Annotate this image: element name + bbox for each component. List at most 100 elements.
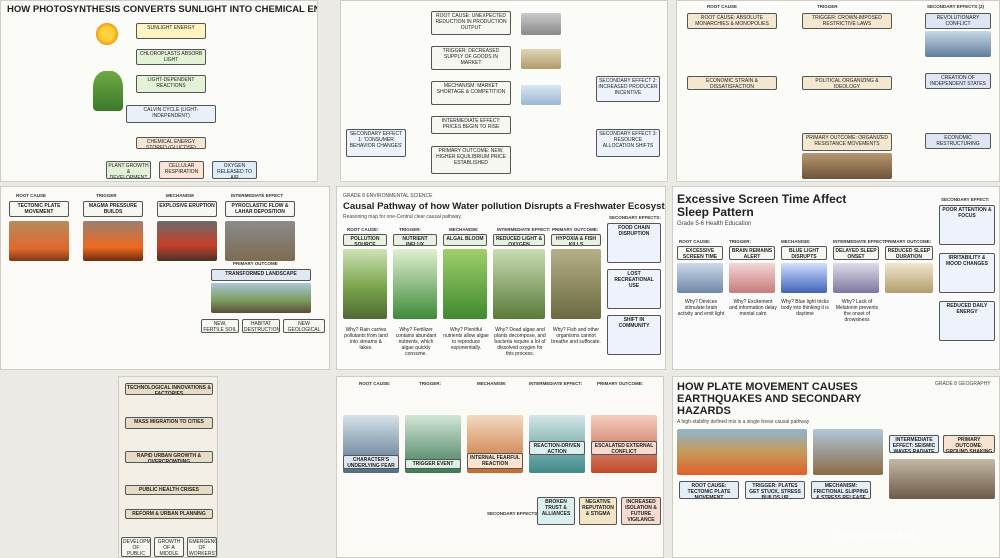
tile-conflict: ROOT CAUSE: TRIGGER: MECHANISM: INTERMED… bbox=[336, 376, 664, 558]
screen-secondary-2: IRRITABILITY & MOOD CHANGES bbox=[939, 253, 995, 293]
water-header-2: TRIGGER: bbox=[399, 227, 421, 232]
lahar-illustration bbox=[225, 221, 295, 261]
photo-step-5: CHEMICAL ENERGY STORED (GLUCOSE) bbox=[136, 137, 206, 149]
water-secondary-2: LOST RECREATIONAL USE bbox=[607, 269, 661, 309]
supply-step-1: ROOT CAUSE: UNEXPECTED REDUCTION IN PROD… bbox=[431, 11, 511, 35]
screen-header-2: TRIGGER: bbox=[729, 239, 751, 244]
conflict-header-3: MECHANISM: bbox=[477, 381, 507, 386]
plate-step-5: PRIMARY OUTCOME: GROUND SHAKING & DAMAGE bbox=[943, 435, 995, 453]
damage-illustration bbox=[889, 459, 995, 499]
water-why-4: Why? Dead algae and plants decompose, an… bbox=[494, 327, 546, 357]
screen-subtitle: Grade 5-6 Health Education bbox=[677, 221, 752, 227]
supply-secondary-3: SECONDARY EFFECT 3: RESOURCE ALLOCATION … bbox=[596, 129, 660, 157]
farm-illustration bbox=[343, 249, 387, 319]
conflict-secondary-3: INCREASED ISOLATION & FUTURE VIGILANCE bbox=[621, 497, 661, 525]
photo-step-2: CHLOROPLASTS ABSORB LIGHT bbox=[136, 49, 206, 65]
plant-illustration bbox=[93, 71, 123, 111]
photo-output-3: OXYGEN RELEASED TO AIR bbox=[212, 161, 257, 179]
water-box-5: HYPOXIA & FISH KILLS bbox=[551, 234, 601, 246]
industrial-step-5: REFORM & URBAN PLANNING bbox=[125, 509, 213, 519]
plate-step-3: MECHANISM: FRICTIONAL SLIPPING & STRESS … bbox=[811, 481, 871, 499]
water-subtitle: Reasoning map for one-Central clear caus… bbox=[343, 214, 462, 220]
conflict-box-5: ESCALATED EXTERNAL CONFLICT bbox=[591, 441, 657, 455]
water-header-4: INTERMEDIATE EFFECT: bbox=[497, 227, 551, 232]
plate-grade: GRADE 8 GEOGRAPHY bbox=[935, 381, 991, 387]
water-grade: GRADE 8 ENVIRONMENTAL SCIENCE bbox=[343, 193, 433, 199]
conflict-secondary-2: NEGATIVE REPUTATION & STIGMA bbox=[579, 497, 617, 525]
industrial-output-1: DEVELOPMENT OF PUBLIC TRANSPORTATION bbox=[121, 537, 151, 557]
rev-box-4: POLITICAL ORGANIZING & IDEOLOGY bbox=[802, 76, 892, 90]
water-why-2: Why? Fertilizer contains abundant nutrie… bbox=[395, 327, 437, 357]
tile-plate: HOW PLATE MOVEMENT CAUSES EARTHQUAKES AN… bbox=[672, 376, 1000, 558]
supply-step-3: MECHANISM: MARKET SHORTAGE & COMPETITION bbox=[431, 81, 511, 105]
tile-volcano: ROOT CAUSE TRIGGER MECHANISM INTERMEDIAT… bbox=[0, 186, 330, 370]
industrial-step-1: TECHNOLOGICAL INNOVATIONS & FACTORIES bbox=[125, 383, 213, 395]
screen-header-6: SECONDARY EFFECT: bbox=[941, 197, 990, 202]
photo-step-1: SUNLIGHT ENERGY bbox=[136, 23, 206, 39]
volc-header-1: ROOT CAUSE bbox=[16, 193, 47, 198]
volc-box-2: MAGMA PRESSURE BUILDS bbox=[83, 201, 143, 217]
crowd-illustration bbox=[802, 153, 892, 179]
screen-box-5: REDUCED SLEEP DURATION bbox=[885, 246, 933, 260]
screen-why-3: Why? Blue light tricks body into thinkin… bbox=[781, 299, 829, 317]
oxygen-illustration bbox=[493, 249, 545, 319]
supply-step-5: PRIMARY OUTCOME: NEW, HIGHER EQUILIBRIUM… bbox=[431, 146, 511, 174]
brain-illustration bbox=[729, 263, 775, 293]
shop-illustration bbox=[521, 85, 561, 105]
screen-header-1: ROOT CAUSE: bbox=[679, 239, 711, 244]
watermark-logo: Promptmarket bbox=[833, 527, 915, 541]
conflict-header-1: ROOT CAUSE: bbox=[359, 381, 391, 386]
conflict-header-4: INTERMEDIATE EFFECT: bbox=[529, 381, 583, 386]
volc-secondary-1: NEW, FERTILE SOIL FORMS bbox=[201, 319, 239, 333]
plate-step-1: ROOT CAUSE: TECTONIC PLATE MOVEMENT bbox=[679, 481, 739, 499]
plate-step-2: TRIGGER: PLATES GET STUCK, STRESS BUILDS… bbox=[745, 481, 805, 499]
tile-revolution: ROOT CAUSE TRIGGER SECONDARY EFFECTS (3)… bbox=[676, 0, 1000, 182]
rev-box-3: ECONOMIC STRAIN & DISSATISFACTION bbox=[687, 76, 777, 90]
tile-screen: Excessive Screen Time Affect Sleep Patte… bbox=[672, 186, 1000, 370]
water-title: Causal Pathway of how Water pollution Di… bbox=[343, 201, 666, 212]
rev-header-2: TRIGGER bbox=[817, 4, 838, 9]
industrial-step-2: MASS MIGRATION TO CITIES bbox=[125, 417, 213, 429]
volc-outcome-header: PRIMARY OUTCOME bbox=[233, 261, 278, 266]
water-why-1: Why? Rain carries pollutants from land i… bbox=[344, 327, 388, 351]
screen-header-5: PRIMARY OUTCOME: bbox=[885, 239, 932, 244]
screen-header-4: INTERMEDIATE EFFECT: bbox=[833, 239, 887, 244]
water-header-3: MECHANISM: bbox=[449, 227, 479, 232]
screen-why-2: Why? Excitement and information delay me… bbox=[729, 299, 777, 317]
factory-illustration bbox=[521, 13, 561, 35]
nutrient-arrow-illustration bbox=[393, 249, 437, 319]
volc-header-4: INTERMEDIATE EFFECT bbox=[231, 193, 284, 198]
photosynthesis-title: HOW PHOTOSYNTHESIS CONVERTS SUNLIGHT INT… bbox=[7, 4, 318, 15]
water-box-2: NUTRIENT INFLUX bbox=[393, 234, 437, 246]
tectonic-illustration bbox=[9, 221, 69, 261]
clock-illustration bbox=[885, 263, 933, 293]
rev-header-3: SECONDARY EFFECTS (3) bbox=[927, 4, 985, 9]
tile-water: GRADE 8 ENVIRONMENTAL SCIENCE Causal Pat… bbox=[336, 186, 666, 370]
rev-box-1: ROOT CAUSE: ABSOLUTE MONARCHIES & MONOPO… bbox=[687, 13, 777, 29]
water-secondary-1: FOOD CHAIN DISRUPTION bbox=[607, 223, 661, 263]
volc-secondary-2: HABITAT DESTRUCTION & ALTERATION bbox=[242, 319, 280, 333]
screen-title: Excessive Screen Time Affect Sleep Patte… bbox=[677, 192, 847, 219]
water-secondary-3: SHIFT IN COMMUNITY bbox=[607, 315, 661, 355]
conflict-box-1: CHARACTER'S UNDERLYING FEAR bbox=[343, 455, 399, 469]
screen-box-1: EXCESSIVE SCREEN TIME bbox=[677, 246, 723, 260]
screen-box-4: DELAYED SLEEP ONSET bbox=[833, 246, 879, 260]
water-why-3: Why? Plentiful nutrients allow algae to … bbox=[443, 327, 489, 351]
supply-step-2: TRIGGER: DECREASED SUPPLY OF GOODS IN MA… bbox=[431, 46, 511, 70]
phone-illustration bbox=[677, 263, 723, 293]
supply-secondary-2: SECONDARY EFFECT 2: INCREASED PRODUCER I… bbox=[596, 76, 660, 102]
fault-illustration bbox=[813, 429, 883, 475]
plate-step-4: INTERMEDIATE EFFECT: SEISMIC WAVES RADIA… bbox=[889, 435, 939, 453]
photo-step-4: CALVIN CYCLE (LIGHT-INDEPENDENT) bbox=[126, 105, 216, 123]
truck-illustration bbox=[521, 49, 561, 69]
tile-industrial: TECHNOLOGICAL INNOVATIONS & FACTORIES MA… bbox=[118, 376, 218, 558]
water-box-3: ALGAL BLOOM bbox=[443, 234, 487, 246]
volc-box-4: PYROCLASTIC FLOW & LAHAR DEPOSITION bbox=[225, 201, 295, 217]
rev-effect-3: ECONOMIC RESTRUCTURING bbox=[925, 133, 991, 149]
rev-effect-1: REVOLUTIONARY CONFLICT bbox=[925, 13, 991, 29]
volc-box-3: EXPLOSIVE ERUPTION bbox=[157, 201, 217, 217]
water-why-5: Why? Fish and other organisms cannot bre… bbox=[551, 327, 601, 345]
conflict-secondary-label: SECONDARY EFFECTS bbox=[487, 511, 538, 516]
volc-outcome: TRANSFORMED LANDSCAPE bbox=[211, 269, 311, 281]
